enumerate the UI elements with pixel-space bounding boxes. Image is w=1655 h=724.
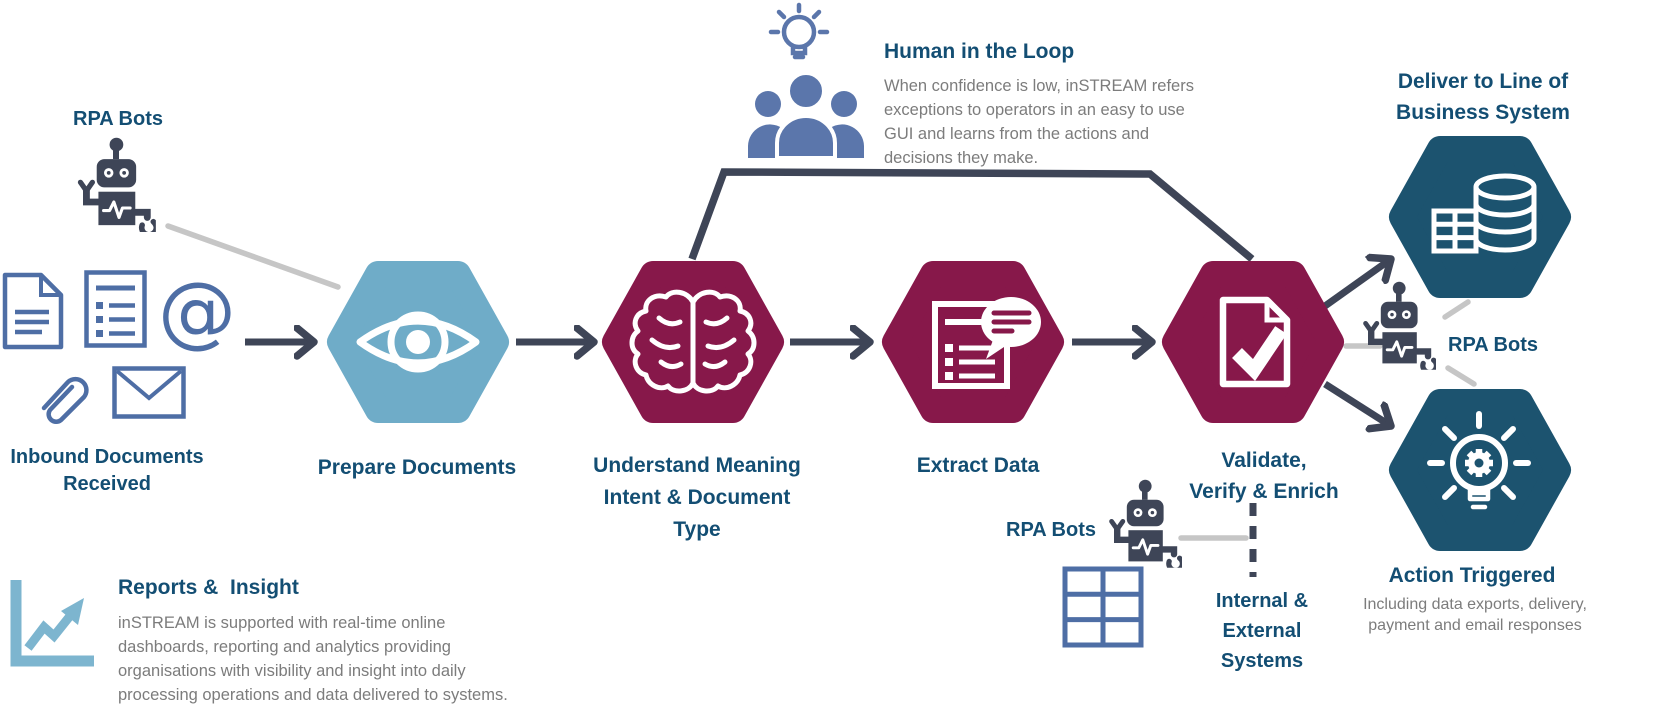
table-grid-icon <box>1062 566 1144 648</box>
understand-label-line3: Type <box>673 518 721 541</box>
deliver-hexagon <box>1389 136 1571 298</box>
prepare-documents-label: Prepare Documents <box>317 456 517 479</box>
rpa-bots-right-label: RPA Bots <box>1448 334 1538 356</box>
internal-external-line1: Internal & <box>1215 590 1309 612</box>
action-triggered-label: Action Triggered <box>1388 564 1556 587</box>
understand-hexagon <box>602 261 784 423</box>
at-symbol-icon: @ <box>158 267 236 357</box>
arrow-validate-to-action <box>1323 381 1391 426</box>
prepare-documents-hexagon <box>327 261 509 423</box>
robot-icon <box>70 136 156 232</box>
extract-data-label: Extract Data <box>916 454 1040 477</box>
document-check-icon <box>1219 296 1291 388</box>
extract-data-hexagon <box>882 261 1064 423</box>
understand-label-line1: Understand Meaning <box>593 454 801 477</box>
eye-icon <box>356 311 480 373</box>
rpa-to-deliver-line <box>1442 299 1471 320</box>
reports-insight-body: inSTREAM is supported with real-time onl… <box>118 614 508 704</box>
deliver-label-line1: Deliver to Line of <box>1397 70 1569 93</box>
lightbulb-gear-icon <box>1427 411 1531 510</box>
validate-hexagon <box>1162 261 1344 423</box>
people-group-icon <box>748 71 864 158</box>
internal-external-systems-label: Internal & External Systems <box>1184 586 1340 676</box>
understand-label-line2: Intent & Document <box>603 486 791 509</box>
paperclip-icon <box>41 376 89 424</box>
validate-label-line1: Validate, <box>1221 449 1307 472</box>
validate-label: Validate, Verify & Enrich <box>1164 445 1364 507</box>
rpa-to-action-line <box>1445 365 1477 387</box>
rpa-bots-top-left-label: RPA Bots <box>73 108 163 130</box>
chart-growth-icon <box>10 580 94 667</box>
action-hexagon <box>1389 389 1571 551</box>
internal-external-line2: External <box>1222 620 1302 642</box>
action-triggered-description: Including data exports, delivery, paymen… <box>1363 596 1587 634</box>
rpa-to-prepare-line <box>165 223 341 290</box>
robot-icon <box>1356 280 1436 370</box>
arrow-validate-to-deliver <box>1322 259 1391 309</box>
inbound-documents-line1: Inbound Documents <box>10 446 204 468</box>
human-in-the-loop-title: Human in the Loop <box>884 40 1075 63</box>
document-speech-icon <box>932 297 1041 389</box>
inbound-documents-line2: Received <box>63 473 151 495</box>
table-database-icon <box>1431 173 1537 254</box>
deliver-label: Deliver to Line of Business System <box>1381 66 1585 128</box>
rpa-bots-bottom-label: RPA Bots <box>1006 519 1096 541</box>
brain-icon <box>629 289 757 394</box>
envelope-icon <box>112 366 186 419</box>
inbound-documents-label: Inbound Documents Received <box>0 444 216 498</box>
document-list-icon <box>84 270 147 348</box>
human-in-the-loop-body: When confidence is low, inSTREAM refers … <box>884 77 1194 167</box>
reports-insight-title: Reports & Insight <box>118 576 299 599</box>
lightbulb-idea-icon <box>768 2 830 60</box>
document-icon <box>2 272 64 350</box>
human-loop-bracket-line <box>688 168 1255 262</box>
understand-label: Understand Meaning Intent & Document Typ… <box>572 450 822 546</box>
deliver-label-line2: Business System <box>1396 101 1570 124</box>
internal-external-line3: Systems <box>1220 650 1304 672</box>
validate-label-line2: Verify & Enrich <box>1189 480 1339 503</box>
